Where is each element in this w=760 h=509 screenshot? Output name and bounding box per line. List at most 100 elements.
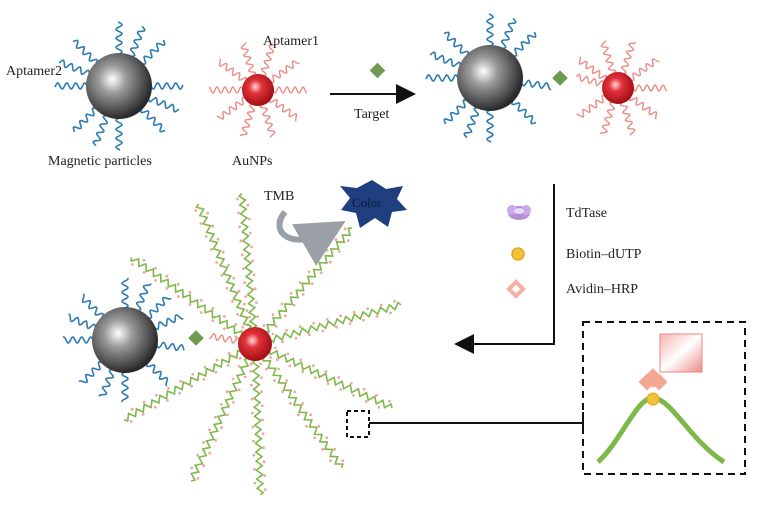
elongation-bead	[285, 329, 288, 332]
elongation-bead	[393, 300, 397, 303]
elongation-bead	[225, 287, 229, 290]
aptamer2-strand	[500, 17, 517, 50]
aptamer2-strand	[425, 74, 459, 82]
elongation-bead	[231, 377, 235, 381]
aptamer1-strand	[575, 73, 605, 87]
elongation-bead	[285, 379, 288, 382]
elongated-strand	[195, 203, 253, 330]
elongation-bead	[350, 382, 353, 385]
elongation-bead	[242, 267, 245, 271]
elongation-bead	[154, 266, 157, 270]
elongation-bead	[319, 271, 323, 275]
elongation-bead	[286, 352, 290, 356]
elongation-bead	[253, 467, 256, 471]
aptamer2-strand	[147, 96, 180, 113]
elongation-bead	[190, 466, 194, 470]
elongation-bead	[226, 413, 229, 417]
elongation-bead	[263, 474, 266, 478]
elongation-bead	[308, 333, 311, 336]
elongation-bead	[281, 340, 284, 344]
aptamer1-strand	[628, 96, 658, 120]
aptamer2-strand	[54, 82, 88, 90]
elongation-bead	[283, 314, 287, 318]
aptamer2-strand	[140, 108, 166, 133]
aptamer2-strand	[520, 79, 552, 91]
elongation-bead	[388, 399, 391, 403]
elongation-bead	[232, 276, 236, 280]
elongation-bead	[256, 315, 259, 319]
color-burst-icon	[340, 180, 407, 228]
aptamer1-strand	[620, 41, 637, 75]
elongation-bead	[142, 400, 146, 404]
target-icon	[369, 62, 386, 79]
aptamer1-strand	[260, 43, 277, 77]
elongation-bead	[246, 203, 250, 207]
aptamer1-strand	[272, 86, 308, 94]
aptamer2-strand	[135, 283, 152, 312]
elongation-bead	[362, 387, 366, 391]
aptamer1-strand	[208, 86, 244, 94]
aptamer2-strand	[115, 21, 123, 55]
aptamer1-strand	[208, 333, 240, 344]
elongation-bead	[379, 303, 383, 307]
magnetic-particle	[457, 45, 523, 111]
avidin-diamond-icon	[506, 279, 526, 299]
aptamer2-strand	[121, 277, 129, 309]
elongation-bead	[326, 382, 330, 385]
elongation-bead	[249, 369, 253, 373]
elongation-bead	[250, 383, 253, 387]
elongation-bead	[265, 367, 268, 371]
elongation-bead	[190, 384, 194, 388]
elongation-bead	[261, 432, 265, 436]
elongation-bead	[215, 261, 219, 264]
elongation-bead	[251, 259, 255, 263]
elongation-bead	[219, 403, 223, 406]
elongation-bead	[153, 405, 157, 409]
elongation-bead	[253, 287, 257, 291]
aunp-particle	[238, 327, 272, 361]
elongation-bead	[248, 315, 251, 319]
bound-target-icon	[552, 70, 568, 86]
elongation-bead	[241, 325, 245, 329]
elongation-bead	[244, 295, 248, 298]
elongation-bead	[237, 388, 241, 391]
elongation-bead	[333, 447, 337, 451]
elongation-bead	[301, 402, 305, 405]
elongation-bead	[280, 302, 284, 306]
tmb-reaction-arrow	[276, 210, 346, 266]
elongation-bead	[249, 362, 253, 366]
aptamer2-strand	[150, 82, 184, 90]
elongation-bead	[271, 313, 275, 317]
elongation-bead	[231, 400, 235, 404]
elongated-strand	[251, 359, 265, 496]
aptamer1-strand	[239, 103, 256, 137]
tdtase-cloud-icon	[507, 205, 531, 220]
elongation-bead	[155, 393, 158, 397]
elongation-bead	[227, 263, 230, 267]
elongation-bead	[220, 274, 224, 277]
aptamer1-strand	[599, 101, 616, 135]
elongation-bead	[293, 390, 297, 394]
elongation-bead	[263, 488, 267, 492]
bound-target-icon	[188, 330, 204, 346]
aptamer1-strand	[576, 94, 607, 118]
aptamer2-strand	[68, 313, 97, 330]
elongation-bead	[220, 426, 223, 430]
elongation-bead	[210, 248, 213, 251]
elongation-bead	[316, 259, 320, 263]
elongation-bead	[251, 411, 254, 415]
magnetic-particles-label: Magnetic particles	[48, 154, 152, 169]
elongation-bead	[238, 225, 242, 229]
elongation-bead	[277, 367, 280, 371]
aptamer2-strand	[98, 368, 115, 397]
elongation-bead	[222, 315, 226, 318]
elongation-bead	[311, 364, 315, 368]
elongation-bead	[375, 393, 379, 397]
elongation-bead	[307, 270, 311, 274]
elongated-strand	[123, 349, 242, 423]
elongation-bead	[167, 386, 170, 390]
legend-biotin-label: Biotin–dUTP	[566, 247, 642, 262]
elongation-bead	[221, 250, 225, 254]
magnetic-particle	[86, 53, 152, 119]
